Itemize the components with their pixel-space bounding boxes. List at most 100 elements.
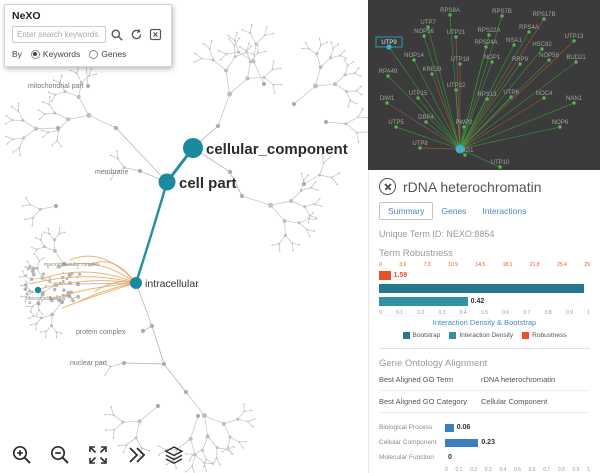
alignment-score-value: 0.06 <box>456 424 471 431</box>
gene-label[interactable]: EMG1 <box>456 148 474 154</box>
gene-label[interactable]: RPS22A <box>477 28 500 34</box>
search-mode-options: By Keywords Genes <box>12 49 164 59</box>
gene-label[interactable]: UTP18 <box>451 57 470 63</box>
gene-label[interactable]: NOP6 <box>552 120 569 126</box>
search-input[interactable] <box>12 26 106 43</box>
tab-summary[interactable]: Summary <box>379 202 434 220</box>
go-term-label: Best Aligned GO Term <box>379 375 454 384</box>
gene-label[interactable]: NSA1 <box>506 38 522 44</box>
node-label-nuclear-part: nuclear part <box>70 360 107 367</box>
radio-keywords[interactable]: Keywords <box>30 49 80 59</box>
search-by-label: By <box>12 49 22 59</box>
gene-label[interactable]: NOP14 <box>404 53 424 59</box>
gene-label[interactable]: UTP10 <box>491 160 510 166</box>
bootstrap-bar <box>379 284 584 293</box>
alignment-score-value: 0 <box>448 454 452 461</box>
alignment-score-value: 0.23 <box>481 439 495 446</box>
gene-label[interactable]: NOP56 <box>414 29 434 35</box>
gene-label[interactable]: RPS4A <box>519 25 539 31</box>
radio-keywords-control[interactable] <box>30 49 40 59</box>
term-title: rDNA heterochromatin <box>403 178 542 195</box>
gene-label[interactable]: UTP13 <box>565 34 584 40</box>
ontology-canvas[interactable]: cellular_component cell part intracellul… <box>0 0 368 473</box>
gene-label[interactable]: UTP8 <box>412 141 428 147</box>
axis-tick: 0.8 <box>544 310 552 316</box>
interaction-density-row: 0.42 <box>379 296 590 307</box>
radio-genes-text: Genes <box>101 49 127 59</box>
gene-label[interactable]: UTP6 <box>503 90 519 96</box>
axis-tick: 0 <box>379 310 382 316</box>
node-label-intracellular: intracellular <box>145 278 199 290</box>
gene-label[interactable]: RPS8A <box>440 8 460 14</box>
robustness-bar <box>379 271 391 280</box>
gene-label[interactable]: RPA49 <box>379 69 398 75</box>
gene-label[interactable]: DBP4 <box>418 115 434 121</box>
node-selected-term[interactable] <box>34 286 42 294</box>
reset-icon[interactable] <box>128 27 144 43</box>
radio-genes[interactable]: Genes <box>89 49 126 59</box>
alignment-category-label: Cellular Component <box>379 439 437 446</box>
legend-item: Robustness <box>522 332 567 339</box>
axis-tick: 0.7 <box>543 467 551 473</box>
gene-label[interactable]: PWP2 <box>455 120 473 126</box>
gene-label[interactable]: RRP9 <box>512 57 529 63</box>
close-icon[interactable] <box>379 178 396 195</box>
gene-label[interactable]: NAN1 <box>566 96 583 102</box>
node-label-membrane: membrane <box>95 169 129 176</box>
gene-label[interactable]: RPS7B <box>492 9 512 15</box>
radio-genes-control[interactable] <box>89 49 99 59</box>
fit-to-screen-button[interactable] <box>86 443 110 467</box>
gene-label[interactable]: NOP58 <box>539 53 559 59</box>
collapse-nodes-button[interactable] <box>124 443 148 467</box>
gene-label[interactable]: NOP1 <box>484 55 501 61</box>
gene-label[interactable]: RPS17B <box>532 12 555 18</box>
interaction-density-value: 0.42 <box>470 298 485 305</box>
node-label-cellular-component: cellular_component <box>206 141 348 158</box>
clear-search-icon[interactable] <box>147 27 163 43</box>
gene-label[interactable]: UTP7 <box>420 20 436 26</box>
gene-label[interactable]: NOC4 <box>536 91 553 97</box>
gene-label[interactable]: RPS13 <box>477 92 497 98</box>
axis-tick: 0.1 <box>455 467 463 473</box>
tab-interactions[interactable]: Interactions <box>482 206 527 216</box>
go-category-value: Cellular Component <box>481 397 548 406</box>
app-title: NeXO <box>12 10 41 22</box>
gene-label[interactable]: DIM1 <box>380 96 395 102</box>
axis-tick: 0.5 <box>481 310 488 316</box>
alignment-score-bar <box>445 438 479 447</box>
axis-tick: 0.6 <box>528 467 536 473</box>
alignment-chart-row: Cellular Component 0.23 <box>379 435 590 450</box>
axis-tick: 14.5 <box>475 262 486 268</box>
legend-label: Bootstrap <box>412 332 441 339</box>
gene-label[interactable]: UTP22 <box>447 83 466 89</box>
axis-tick: 0.9 <box>565 310 573 316</box>
unique-term-id-value: NEXO:8854 <box>446 229 495 239</box>
node-cellular-component[interactable] <box>183 138 203 158</box>
robustness-section-title: Term Robustness <box>379 248 453 259</box>
layers-button[interactable] <box>162 443 186 467</box>
gene-label[interactable]: HSC82 <box>532 42 552 48</box>
legend-item: Interaction Density <box>449 332 513 339</box>
zoom-in-button[interactable] <box>10 443 34 467</box>
axis-tick: 0 <box>445 467 448 473</box>
axis-tick: 0.4 <box>459 310 467 316</box>
gene-label[interactable]: UTP15 <box>409 91 428 97</box>
gene-label[interactable]: UTP5 <box>388 120 404 126</box>
gene-label[interactable]: UTP21 <box>447 30 466 36</box>
node-intracellular[interactable] <box>130 277 142 289</box>
search-icon[interactable] <box>109 27 125 43</box>
axis-tick: 1 <box>587 310 590 316</box>
ontology-tree: cellular_component cell part intracellul… <box>4 24 368 473</box>
node-cell-part[interactable] <box>158 173 176 191</box>
gene-label[interactable]: UTP9 <box>381 40 397 46</box>
gene-label[interactable]: RPS24A <box>474 40 497 46</box>
tab-genes[interactable]: Genes <box>441 206 467 216</box>
gene-label[interactable]: KRE33 <box>422 67 442 73</box>
gene-label[interactable]: BUD21 <box>566 55 586 61</box>
zoom-out-button[interactable] <box>48 443 72 467</box>
